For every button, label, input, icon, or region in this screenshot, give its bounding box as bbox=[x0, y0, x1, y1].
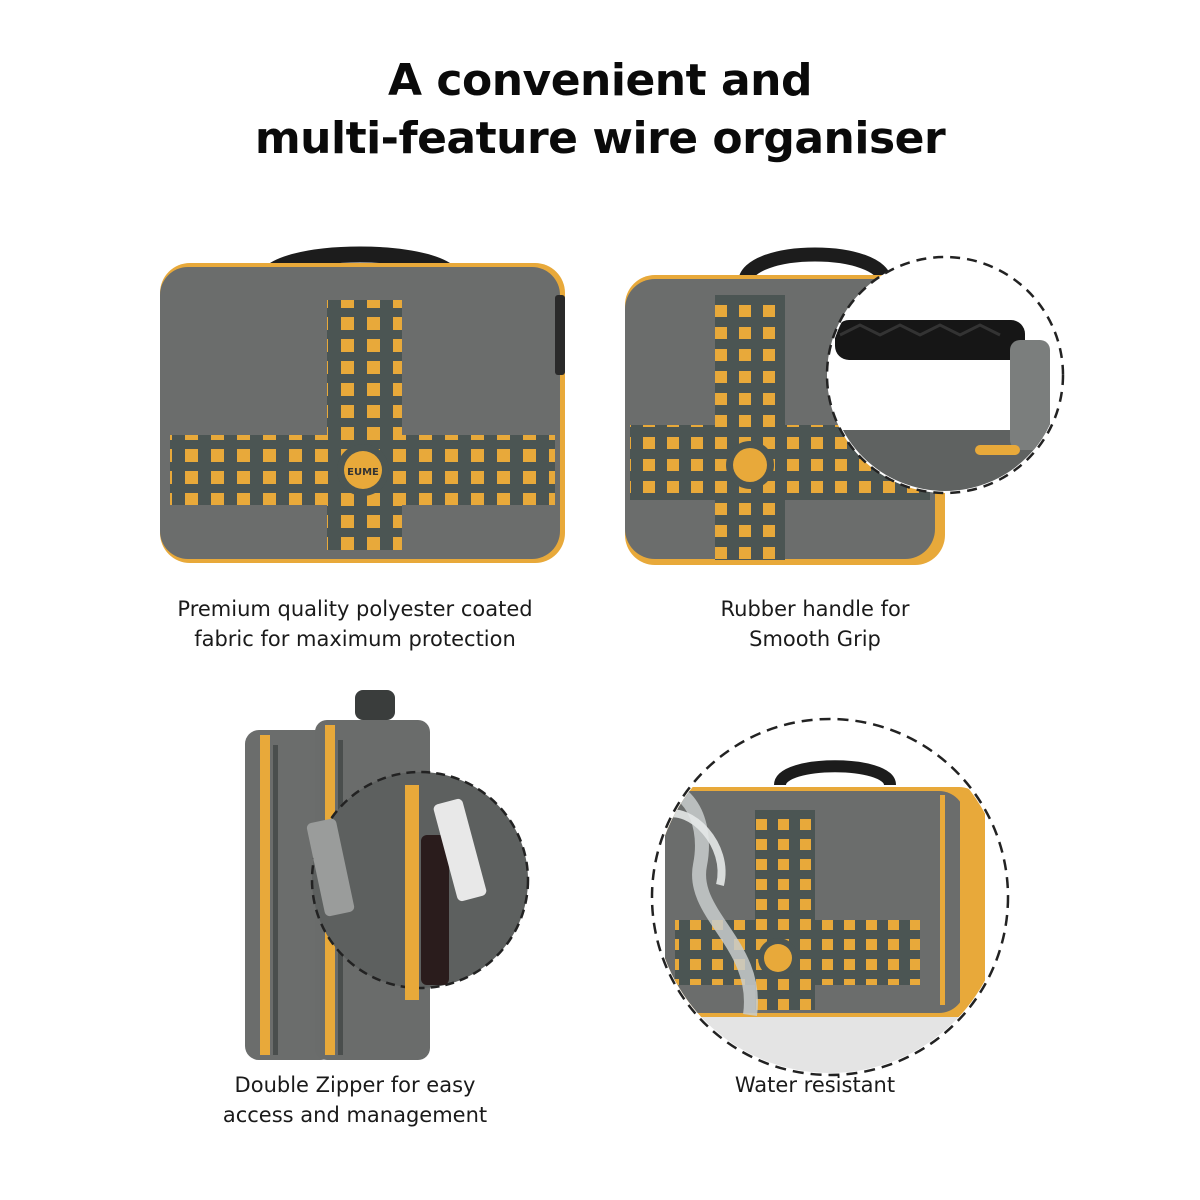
feature-image-fabric: EUME bbox=[155, 225, 595, 570]
feature-caption-fabric: Premium quality polyester coated fabric … bbox=[177, 597, 533, 651]
zoom-magnifier bbox=[310, 770, 530, 990]
bag-zipper-illustration bbox=[245, 690, 530, 1060]
zipper-pull-icon bbox=[421, 835, 449, 985]
handle-icon bbox=[738, 247, 892, 285]
zipper-pull-icon bbox=[433, 798, 487, 902]
feature-image-handle bbox=[615, 235, 1065, 575]
title-line-2: multi-feature wire organiser bbox=[254, 113, 946, 164]
page-title: A convenient and multi-feature wire orga… bbox=[0, 52, 1200, 168]
bag-water-illustration bbox=[650, 717, 1010, 1077]
feature-image-zipper bbox=[235, 690, 535, 1060]
handle-icon bbox=[774, 760, 896, 787]
feature-caption-handle: Rubber handle for Smooth Grip bbox=[720, 597, 910, 651]
svg-text:EUME: EUME bbox=[347, 467, 379, 478]
title-line-1: A convenient and bbox=[388, 55, 812, 106]
zipper-pull-icon bbox=[306, 818, 355, 917]
feature-caption-water: Water resistant bbox=[734, 1073, 896, 1097]
bag-handle-illustration bbox=[625, 247, 1065, 565]
bag-front-illustration: EUME bbox=[160, 246, 565, 563]
feature-image-water bbox=[620, 715, 1040, 1080]
feature-caption-zipper: Double Zipper for easy access and manage… bbox=[222, 1073, 488, 1127]
rubber-grip bbox=[835, 320, 1025, 360]
